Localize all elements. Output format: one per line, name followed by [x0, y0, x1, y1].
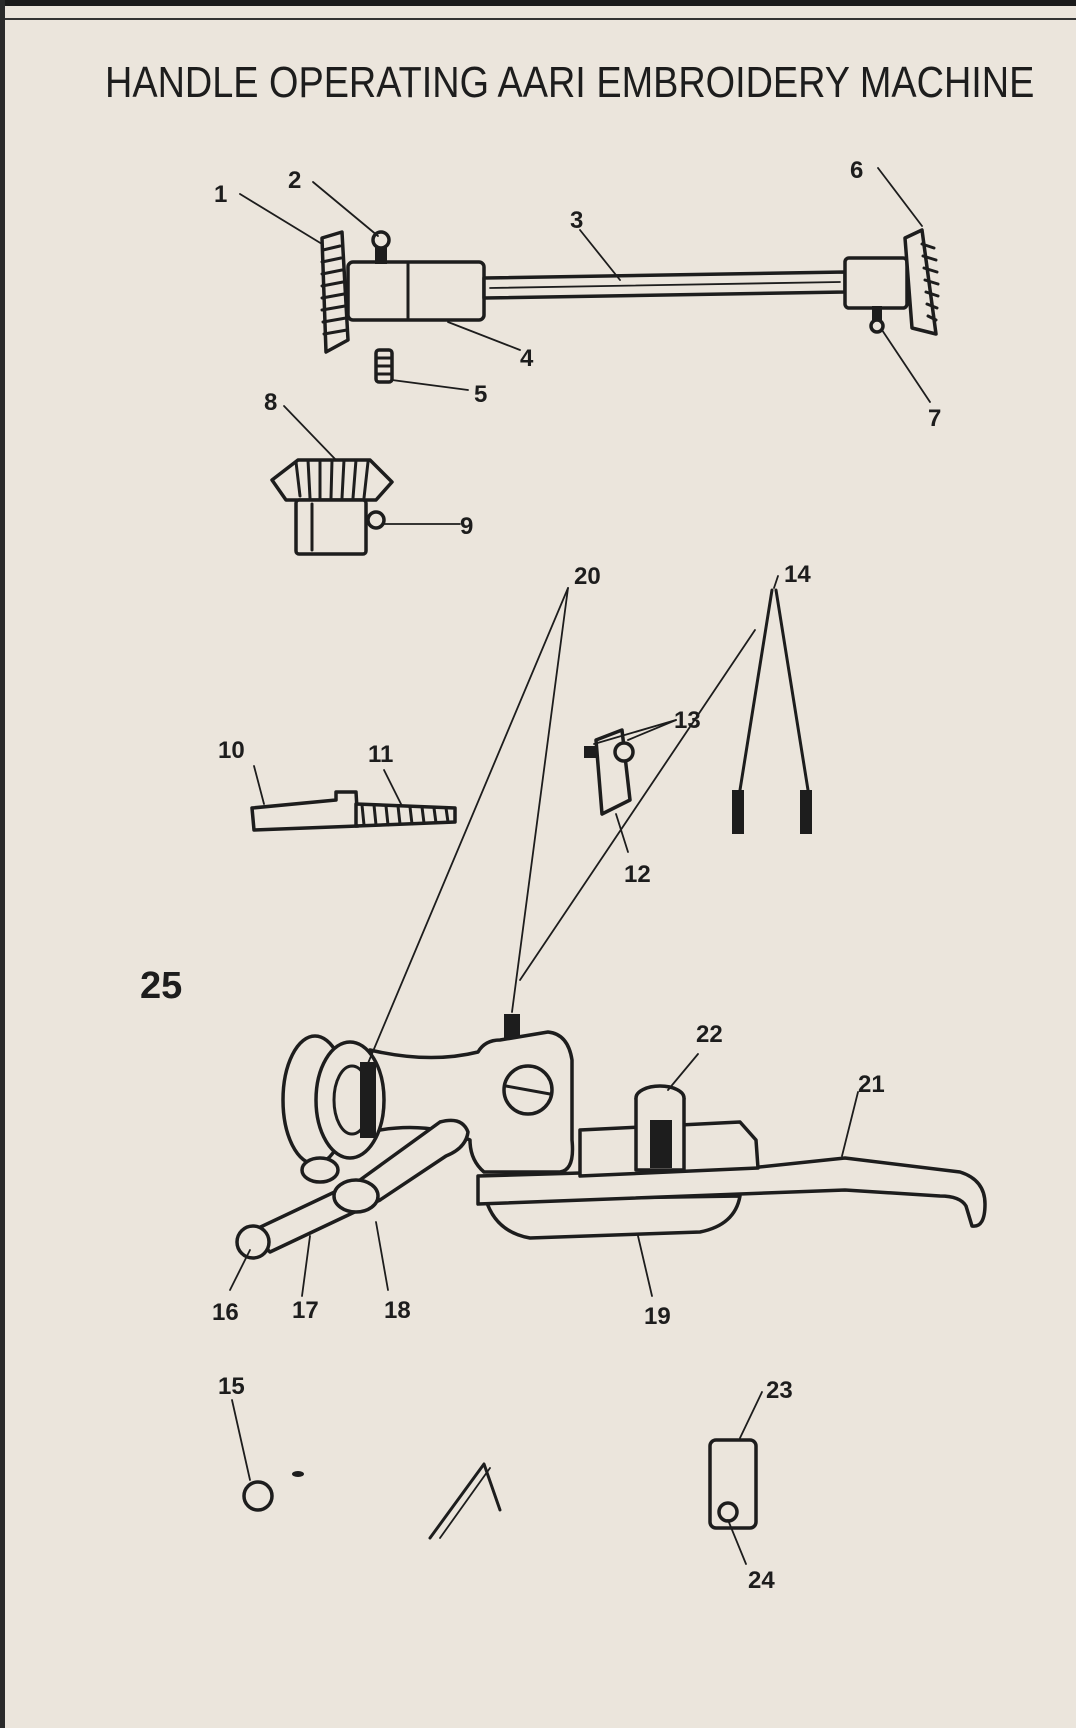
- part-label-24: 24: [748, 1567, 775, 1594]
- figure-number: 25: [140, 965, 182, 1007]
- tongs: [732, 588, 812, 834]
- part-label-21: 21: [858, 1071, 885, 1098]
- part-label-17: 17: [292, 1297, 319, 1324]
- top-border-line: [0, 18, 1076, 20]
- part-label-8: 8: [264, 389, 277, 416]
- bracket-block: [584, 728, 635, 816]
- part-label-1: 1: [214, 181, 227, 208]
- part-label-18: 18: [384, 1297, 411, 1324]
- part-labels: 1 2 3 4 5 6 7 8 9 10 11 12 13 14 15 16 1…: [212, 157, 941, 1594]
- diagram-title: HANDLE OPERATING AARI EMBROIDERY MACHINE: [105, 58, 1035, 107]
- part-label-7: 7: [928, 405, 941, 432]
- shaft-assembly: [320, 228, 940, 384]
- part-label-22: 22: [696, 1021, 723, 1048]
- part-label-20: 20: [574, 563, 601, 590]
- left-border: [0, 0, 5, 1728]
- leader-lines: [229, 167, 931, 1565]
- bevel-pinion: [270, 458, 394, 556]
- part-label-12: 12: [624, 861, 651, 888]
- top-border-bar: [0, 0, 1076, 6]
- part-label-13: 13: [674, 707, 701, 734]
- part-label-6: 6: [850, 157, 863, 184]
- lever-and-spring: [250, 790, 457, 832]
- part-label-14: 14: [784, 561, 811, 588]
- loose-parts: [242, 1438, 758, 1540]
- part-label-11: 11: [368, 741, 393, 768]
- part-label-23: 23: [766, 1377, 793, 1404]
- part-label-19: 19: [644, 1303, 671, 1330]
- part-label-16: 16: [212, 1299, 239, 1326]
- machine-body: [235, 1014, 987, 1260]
- part-label-3: 3: [570, 207, 583, 234]
- part-label-15: 15: [218, 1373, 245, 1400]
- part-label-10: 10: [218, 737, 245, 764]
- part-label-5: 5: [474, 381, 487, 408]
- part-label-2: 2: [288, 167, 301, 194]
- part-label-9: 9: [460, 513, 473, 540]
- part-label-4: 4: [520, 345, 534, 372]
